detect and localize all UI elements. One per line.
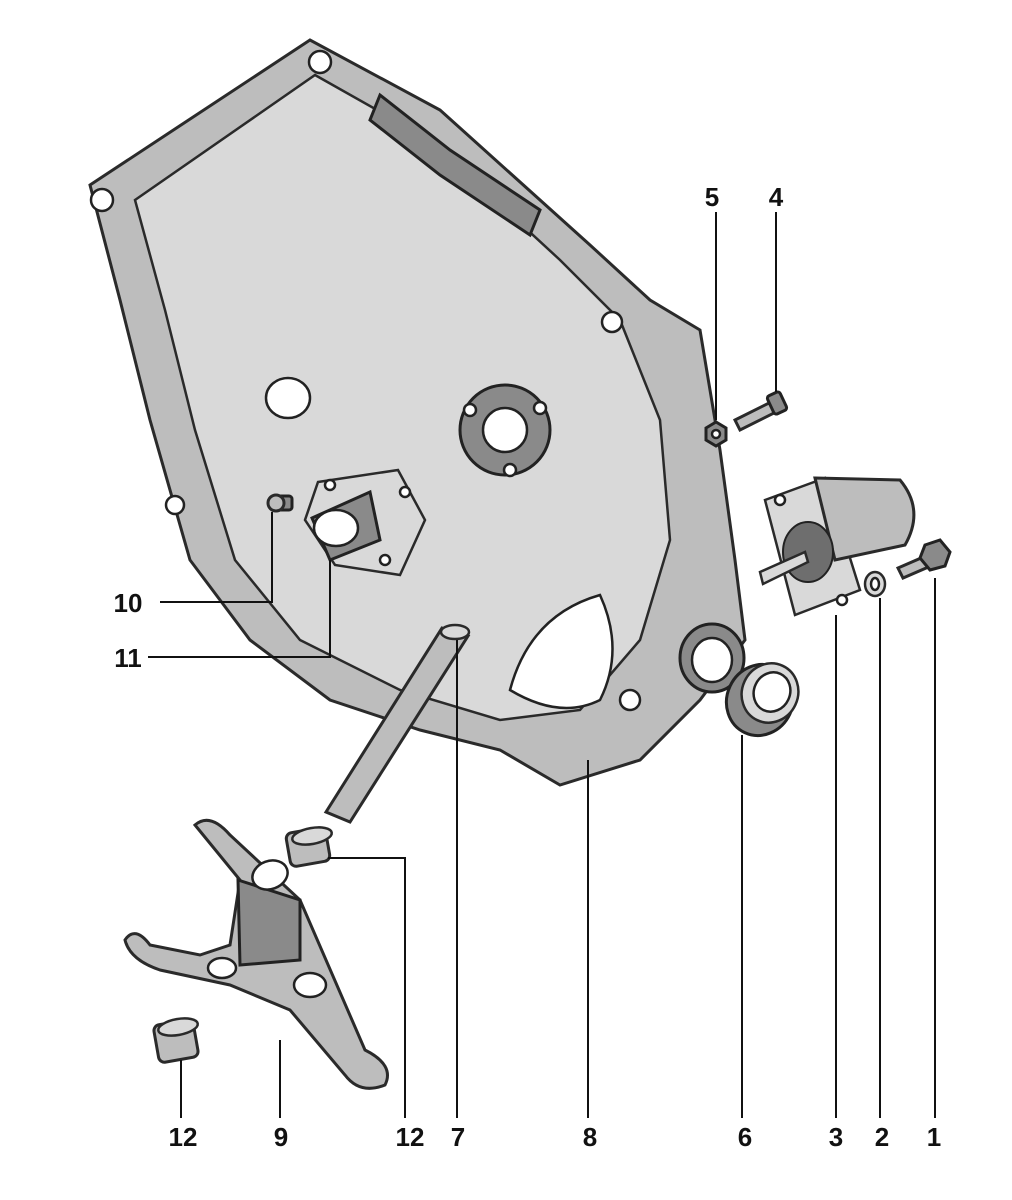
release-shaft	[323, 623, 471, 824]
callout-1: 1	[927, 1122, 941, 1152]
callout-5: 5	[705, 182, 719, 212]
bolt-long	[732, 390, 789, 433]
callout-9: 9	[274, 1122, 288, 1152]
seal-ring	[724, 662, 800, 737]
callout-10: 10	[114, 588, 143, 618]
callout-8: 8	[583, 1122, 597, 1152]
slave-cylinder	[758, 476, 916, 617]
callout-4: 4	[769, 182, 784, 212]
bushing-lower	[152, 1017, 200, 1064]
bolt-short	[895, 538, 952, 580]
callout-12-lower: 12	[169, 1122, 198, 1152]
callout-3: 3	[829, 1122, 843, 1152]
callout-7: 7	[451, 1122, 465, 1152]
release-fork	[123, 818, 389, 1090]
washer	[863, 570, 887, 598]
callout-11: 11	[114, 643, 142, 673]
bushing-upper	[284, 826, 333, 868]
callout-2: 2	[875, 1122, 889, 1152]
guide-sleeve	[303, 468, 427, 577]
leader-lines	[148, 212, 936, 1118]
callout-6: 6	[738, 1122, 752, 1152]
callout-12-upper: 12	[396, 1122, 425, 1152]
nut	[704, 420, 728, 448]
clutch-housing	[88, 38, 747, 787]
screw-small	[266, 493, 294, 513]
